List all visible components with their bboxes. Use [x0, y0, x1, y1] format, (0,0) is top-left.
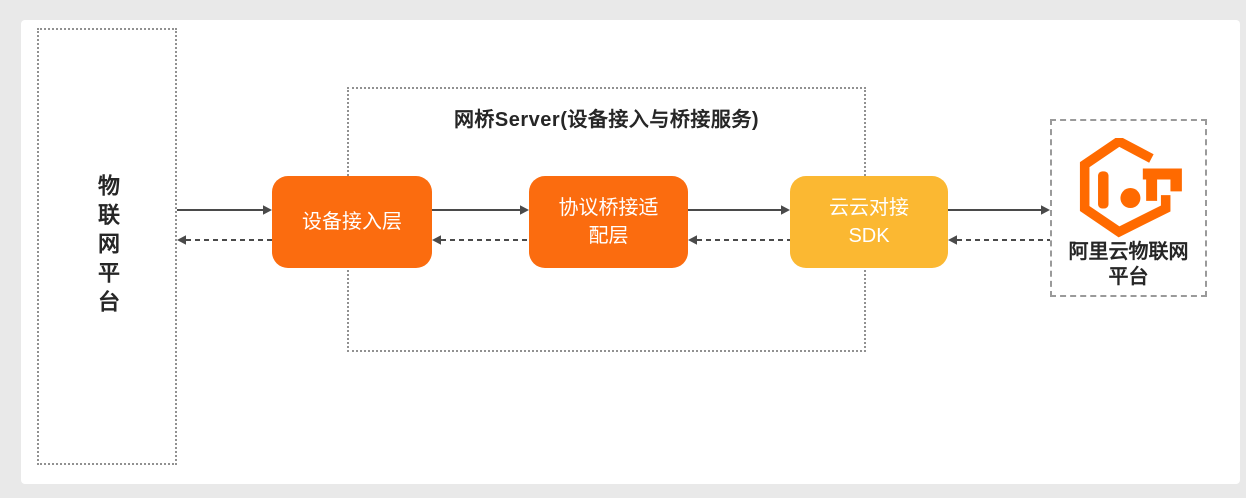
- dashed-arrow-aliyun-to-sdk: [948, 235, 1050, 245]
- iot-platform-label: 物联网平台: [95, 174, 120, 319]
- solid-arrow-device-access-to-protocol: [432, 205, 529, 215]
- aliyun-iot-platform-label: 阿里云物联网 平台: [1068, 241, 1189, 288]
- node-device-access: 设备接入层: [272, 176, 432, 268]
- node-cloud-to-cloud-sdk-label: 云云对接 SDK: [829, 197, 909, 247]
- node-protocol-bridge-adapter: 协议桥接适 配层: [529, 176, 688, 268]
- dashed-arrow-protocol-to-device-access: [432, 235, 529, 245]
- node-cloud-to-cloud-sdk: 云云对接 SDK: [790, 176, 948, 268]
- aliyun-iot-platform-box: 阿里云物联网 平台: [1050, 119, 1207, 297]
- solid-arrow-sdk-to-aliyun: [948, 205, 1050, 215]
- node-protocol-bridge-adapter-label: 协议桥接适 配层: [558, 197, 659, 247]
- dashed-arrow-sdk-to-protocol: [688, 235, 790, 245]
- solid-arrow-iot-to-device-access: [177, 205, 272, 215]
- solid-arrow-protocol-to-sdk: [688, 205, 790, 215]
- bridge-server-title: 网桥Server(设备接入与桥接服务): [453, 109, 760, 131]
- diagram-card: 物联网平台 网桥Server(设备接入与桥接服务) 设备接入层 协议桥接适 配层…: [21, 20, 1240, 484]
- aliyun-iot-logo-icon: [1079, 138, 1182, 238]
- dashed-arrow-device-access-to-iot: [177, 235, 272, 245]
- node-device-access-label: 设备接入层: [302, 211, 402, 233]
- iot-platform-box: 物联网平台: [37, 28, 177, 465]
